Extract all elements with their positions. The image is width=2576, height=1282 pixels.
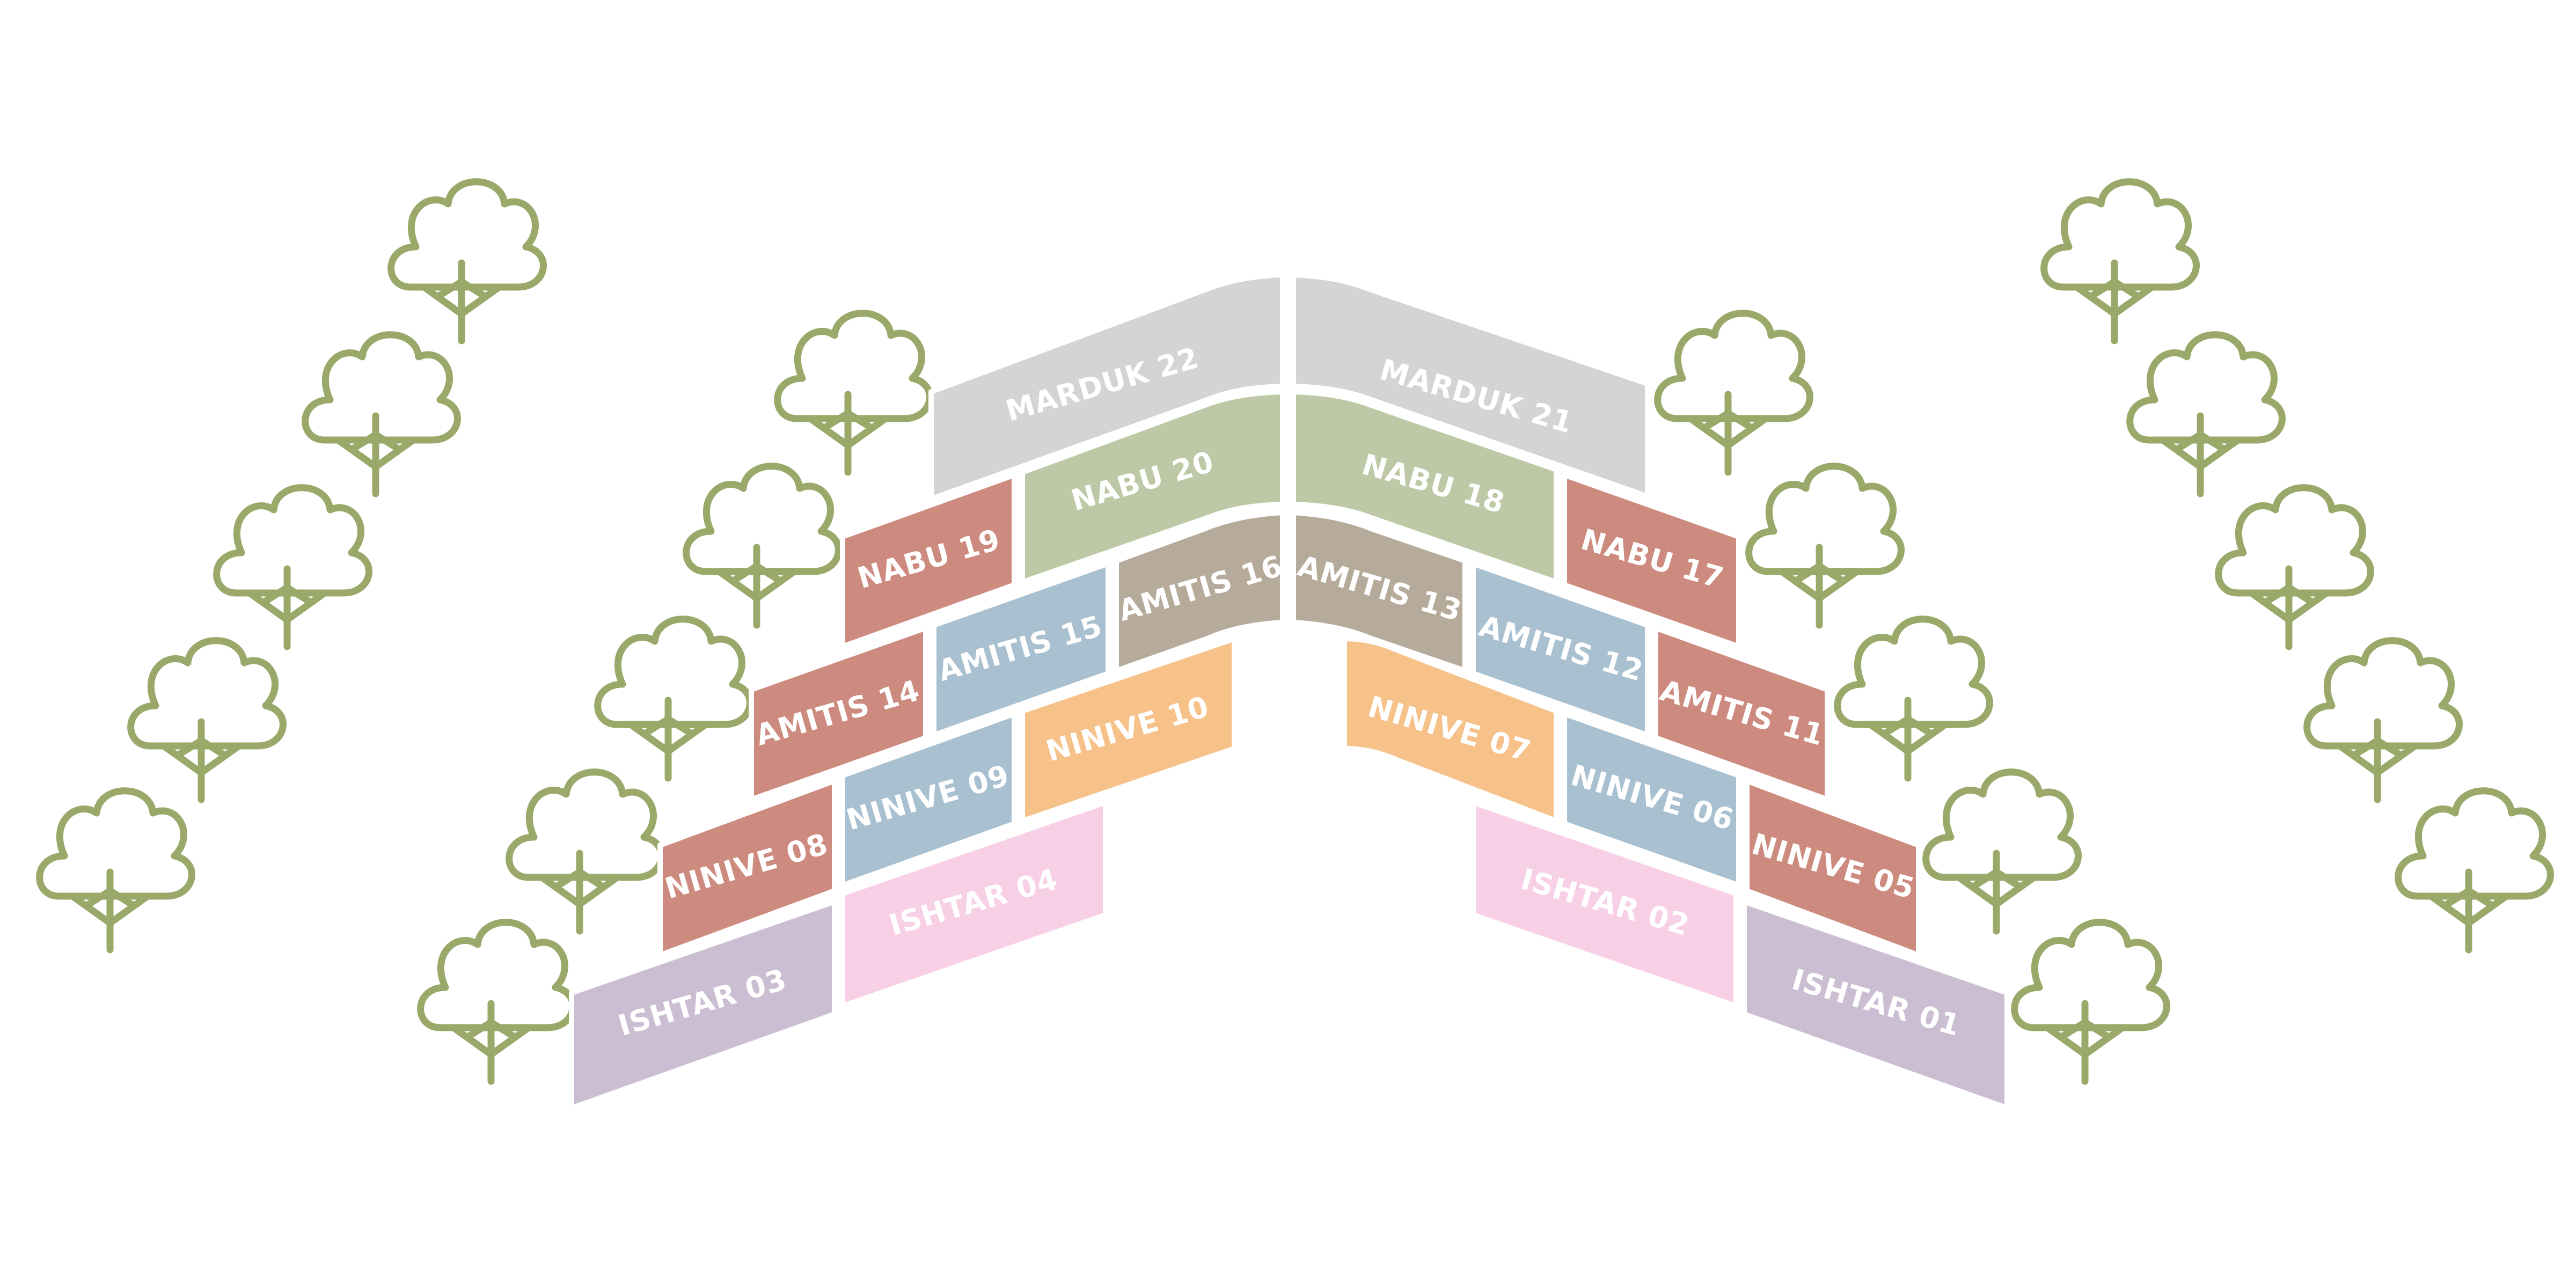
section-nabu-19[interactable]: NABU 19 (840, 472, 1017, 649)
tree-icon (1926, 772, 2079, 931)
section-ninive-10[interactable]: NINIVE 10 (1020, 636, 1237, 824)
tree-icon (598, 619, 750, 778)
tree-icon (40, 791, 192, 950)
section-amitis-13[interactable]: AMITIS 13 (1291, 510, 1468, 673)
section-ninive-07[interactable]: NINIVE 07 (1342, 636, 1559, 824)
section-ninive-08[interactable]: NINIVE 08 (657, 778, 837, 958)
tree-icon (2015, 922, 2167, 1081)
section-shape-ninive-07[interactable] (1342, 636, 1559, 824)
section-ishtar-04[interactable]: ISHTAR 04 (840, 800, 1108, 1009)
section-shape-ishtar-01[interactable] (1741, 899, 2010, 1111)
section-nabu-20[interactable]: NABU 20 (1020, 389, 1285, 585)
tree-icon (1658, 313, 1810, 472)
section-nabu-17[interactable]: NABU 17 (1562, 472, 1741, 649)
section-shape-amitis-14[interactable] (749, 625, 928, 802)
section-shape-ninive-05[interactable] (1744, 778, 1921, 958)
tree-icon (131, 641, 283, 800)
section-shape-marduk-22[interactable] (928, 272, 1285, 502)
section-amitis-14[interactable]: AMITIS 14 (749, 625, 928, 802)
section-shape-ishtar-02[interactable] (1470, 800, 1739, 1009)
section-shape-nabu-17[interactable] (1562, 472, 1741, 649)
section-ishtar-03[interactable]: ISHTAR 03 (569, 899, 837, 1111)
section-ninive-06[interactable]: NINIVE 06 (1562, 711, 1741, 888)
tree-icon (2307, 641, 2460, 800)
section-shape-amitis-13[interactable] (1291, 510, 1468, 673)
tree-icon (1749, 466, 1901, 625)
section-shape-ishtar-04[interactable] (840, 800, 1108, 1009)
section-shape-ninive-10[interactable] (1020, 636, 1237, 824)
section-ishtar-01[interactable]: ISHTAR 01 (1741, 899, 2010, 1111)
tree-icon (305, 335, 458, 494)
section-shape-nabu-19[interactable] (840, 472, 1017, 649)
tree-icon (2044, 182, 2197, 341)
section-amitis-12[interactable]: AMITIS 12 (1470, 561, 1650, 738)
section-amitis-15[interactable]: AMITIS 15 (931, 561, 1111, 738)
section-shape-amitis-16[interactable] (1114, 510, 1285, 673)
tree-icon (2398, 791, 2551, 950)
section-shape-amitis-11[interactable] (1653, 625, 1830, 802)
section-shape-ishtar-03[interactable] (569, 899, 837, 1111)
tree-icon (778, 313, 930, 472)
tree-icon (2130, 335, 2282, 494)
tree-icon (2219, 488, 2371, 647)
section-marduk-22[interactable]: MARDUK 22 (928, 272, 1285, 502)
tree-icon (509, 772, 662, 931)
section-shape-ninive-06[interactable] (1562, 711, 1741, 888)
tree-icon (686, 466, 839, 625)
section-shape-ninive-08[interactable] (657, 778, 837, 958)
tree-icon (421, 922, 573, 1081)
section-amitis-11[interactable]: AMITIS 11 (1653, 625, 1830, 802)
section-shape-ninive-09[interactable] (840, 711, 1017, 888)
section-ishtar-02[interactable]: ISHTAR 02 (1470, 800, 1739, 1009)
tree-icon (217, 488, 369, 647)
section-shape-nabu-20[interactable] (1020, 389, 1285, 585)
section-shape-nabu-18[interactable] (1291, 389, 1559, 585)
tree-icon (391, 182, 544, 341)
section-amitis-16[interactable]: AMITIS 16 (1114, 510, 1286, 673)
section-shape-amitis-15[interactable] (931, 561, 1111, 738)
section-nabu-18[interactable]: NABU 18 (1291, 389, 1559, 585)
section-ninive-09[interactable]: NINIVE 09 (840, 711, 1017, 888)
section-shape-amitis-12[interactable] (1470, 561, 1650, 738)
tree-icon (1838, 619, 1990, 778)
section-ninive-05[interactable]: NINIVE 05 (1744, 778, 1921, 958)
section-shape-marduk-21[interactable] (1291, 272, 1650, 499)
